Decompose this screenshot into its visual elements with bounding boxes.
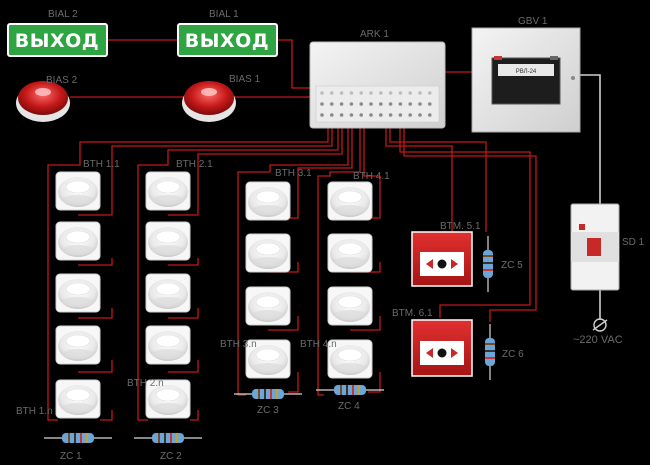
smoke-detector [145,273,191,313]
smoke-detector [245,339,291,379]
smoke-detector [145,221,191,261]
detector-columns [44,171,384,443]
end-resistor [134,433,202,443]
smoke-detector [55,221,101,261]
detector-last-label: BTH 1.n [16,406,53,417]
breaker-label: SD 1 [622,237,645,248]
smoke-detector [145,171,191,211]
battery-label: РВЛ-24 [516,69,537,75]
smoke-detector [327,286,373,326]
smoke-detector [327,181,373,221]
voltage-label: ~220 VAC [573,334,623,346]
detector-last-label: BTH 2.n [127,378,164,389]
exit-sign-bial-2: ВЫХОД BIAL 2 [7,9,108,57]
end-resistor [316,385,384,395]
exit-sign-text: ВЫХОД [15,30,99,52]
detector-top-label: BTH 4.1 [353,171,390,182]
resistor-zc-5: ZC 5 [483,236,523,292]
smoke-detector [245,233,291,273]
end-resistor [44,433,112,443]
circuit-breaker-sd-1: SD 1 ~220 VAC [570,203,645,346]
smoke-detector [145,379,191,419]
smoke-detector [327,339,373,379]
resistor-zc-6: ZC 6 [485,324,524,380]
smoke-detector [245,181,291,221]
exit-sign-bial-1: ВЫХОД BIAL 1 [177,9,278,57]
panel-indicators [320,91,432,117]
smoke-detector [145,325,191,365]
end-resistor [234,389,302,399]
smoke-detector [55,379,101,419]
wiring [47,39,601,421]
call-point-btm-6-1: BTM. 6.1 [392,308,473,377]
siren-label: BIAS 2 [46,75,78,86]
exit-sign-label: BIAL 1 [209,9,239,20]
panel-label: ARK 1 [360,29,389,40]
control-panel-ark-1: ARK 1 [309,29,446,129]
call-point-btm-5-1: BTM. 5.1 [411,221,481,287]
siren-label: BIAS 1 [229,74,261,85]
smoke-detector [55,273,101,313]
smoke-detector [245,286,291,326]
siren-bias-1: BIAS 1 [182,74,261,122]
exit-sign-text: ВЫХОД [185,30,269,52]
detector-top-label: BTH 1.1 [83,159,120,170]
resistor-label: ZC 4 [338,401,360,412]
resistor-label: ZC 6 [502,349,524,360]
power-supply-label: GBV 1 [518,16,548,27]
call-point-label: BTM. 6.1 [392,308,433,319]
exit-sign-label: BIAL 2 [48,9,78,20]
detector-last-label: BTH 4.n [300,339,337,350]
resistor-label: ZC 1 [60,451,82,462]
smoke-detector [327,233,373,273]
detector-top-label: BTH 2.1 [176,159,213,170]
resistor-label: ZC 5 [501,260,523,271]
siren-bias-2: BIAS 2 [16,75,78,122]
resistor-label: ZC 3 [257,405,279,416]
detector-top-label: BTH 3.1 [275,168,312,179]
smoke-detector [55,325,101,365]
call-point-label: BTM. 5.1 [440,221,481,232]
smoke-detector [55,171,101,211]
resistor-label: ZC 2 [160,451,182,462]
detector-labels: BTH 1.1 BTH 2.1 BTH 3.1 BTH 4.1 BTH 1.n … [16,159,390,462]
power-supply-gbv-1: РВЛ-24 GBV 1 [471,16,581,133]
detector-last-label: BTH 3.n [220,339,257,350]
